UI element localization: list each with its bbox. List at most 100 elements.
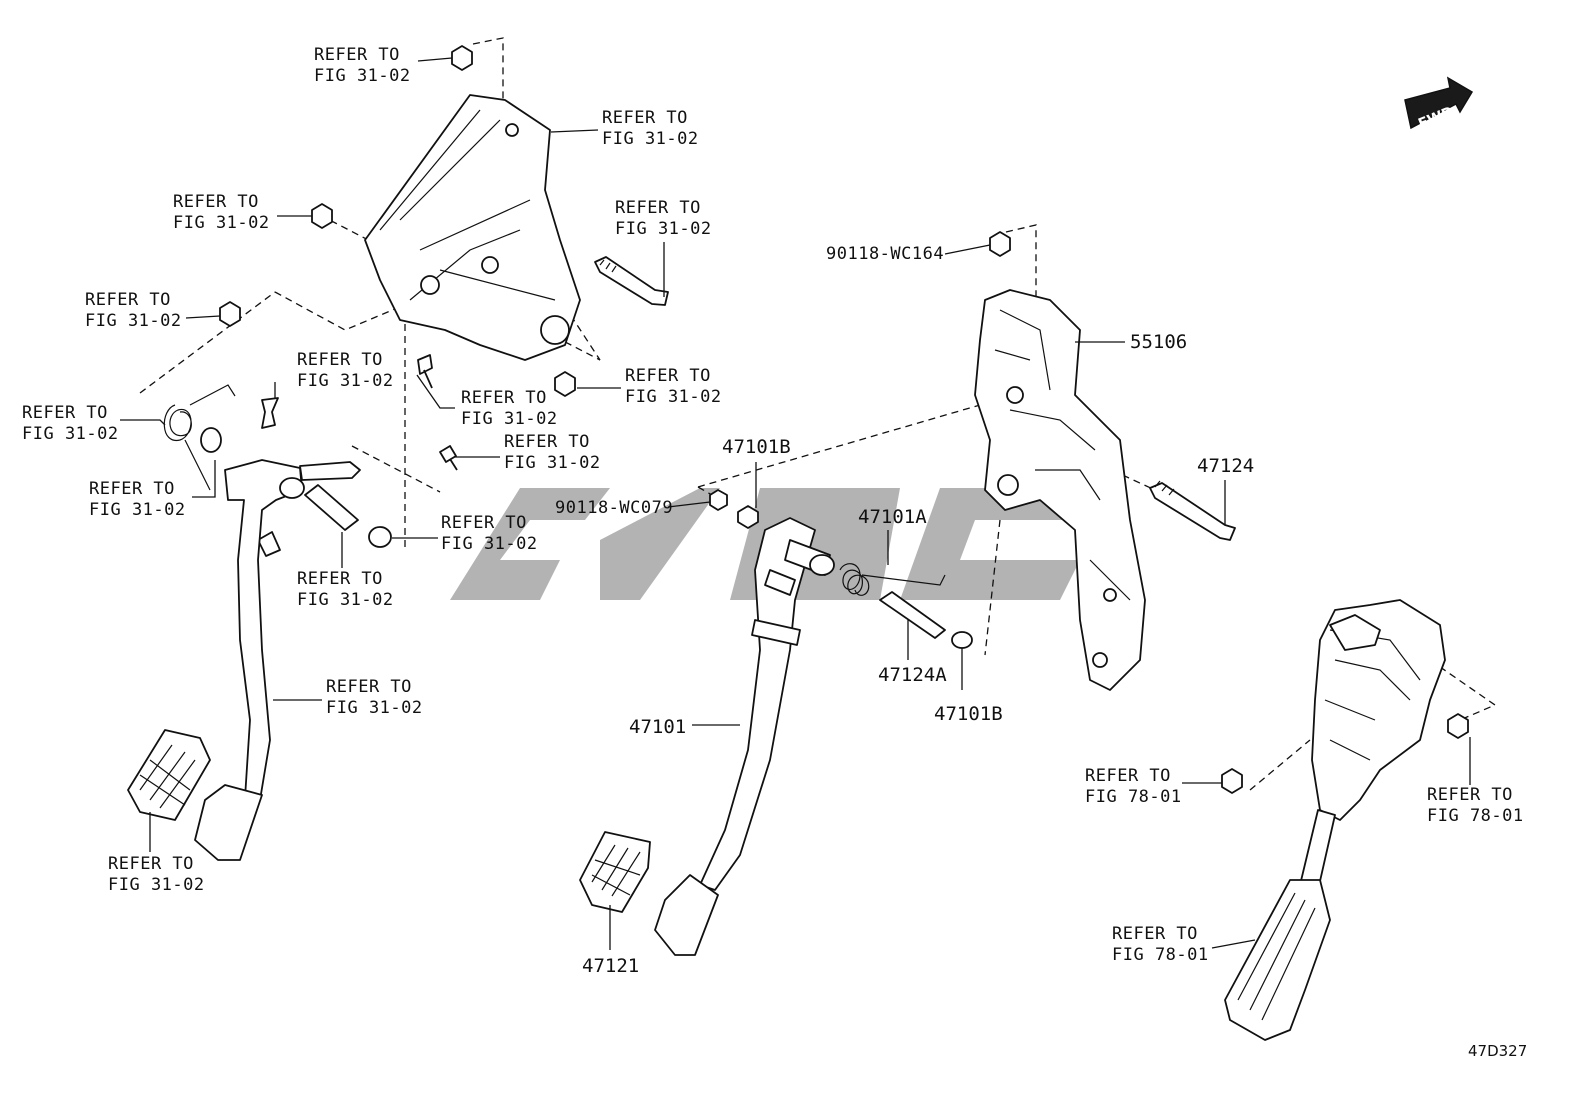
- callout-line2: FIG 31-02: [625, 387, 722, 407]
- bushing-left: [200, 427, 222, 453]
- callout-line1: REFER TO: [89, 479, 175, 499]
- accel-nut-right: [1447, 713, 1469, 739]
- callout-line2: FIG 31-02: [89, 500, 186, 520]
- callout-ref-bushing-left: REFER TO FIG 31-02: [89, 479, 186, 520]
- clip: [261, 397, 279, 429]
- part-number-collar: 47124A: [878, 664, 947, 686]
- pin-small: [257, 531, 281, 557]
- callout-line1: REFER TO: [314, 45, 400, 65]
- callout-ref-clip: REFER TO FIG 31-02: [297, 350, 394, 391]
- callout-ref-left-nut-1: REFER TO FIG 31-02: [173, 192, 270, 233]
- callout-line2: FIG 78-01: [1085, 787, 1182, 807]
- part-number-bushing-b-top: 47101B: [722, 436, 791, 458]
- brake-pedal-assembly: [579, 224, 1236, 956]
- callout-ref-spring: REFER TO FIG 31-02: [22, 403, 119, 444]
- callout-line2: FIG 78-01: [1112, 945, 1209, 965]
- bolt-47124: [1149, 482, 1236, 541]
- nut-90118-wc164: [989, 231, 1011, 257]
- pedal-pad-cover-left: [127, 729, 211, 821]
- callout-ref-screw: REFER TO FIG 31-02: [461, 388, 558, 429]
- accel-nut-left: [1221, 768, 1243, 794]
- collar-47124a: [879, 591, 946, 639]
- screw: [417, 354, 433, 389]
- callout-ref-clutch-pad: REFER TO FIG 31-02: [108, 854, 205, 895]
- clutch-pedal-arm: [224, 459, 303, 801]
- callout-line1: REFER TO: [602, 108, 688, 128]
- hex-nut-left2: [219, 301, 241, 327]
- callout-line1: REFER TO: [504, 432, 590, 452]
- callout-line1: REFER TO: [22, 403, 108, 423]
- spring-47101a: [839, 563, 946, 596]
- callout-line1: REFER TO: [297, 569, 383, 589]
- callout-line1: REFER TO: [615, 198, 701, 218]
- figure-code: 47D327: [1468, 1042, 1527, 1060]
- callout-ref-accel-nut-right: REFER TO FIG 78-01: [1427, 785, 1524, 826]
- clutch-pedal-pad: [194, 784, 263, 861]
- part-number-bolt: 47124: [1197, 455, 1254, 477]
- return-spring: [163, 384, 236, 491]
- callout-line1: REFER TO: [1085, 766, 1171, 786]
- callout-line1: REFER TO: [1427, 785, 1513, 805]
- brake-pedal-arm: [699, 517, 816, 891]
- callout-line2: FIG 31-02: [22, 424, 119, 444]
- brake-pedal-pad: [654, 874, 719, 956]
- bolt-top: [594, 256, 669, 306]
- callout-line1: REFER TO: [85, 290, 171, 310]
- part-number-bushing-b-bottom: 47101B: [934, 703, 1003, 725]
- hex-nut-left1: [311, 203, 333, 229]
- callout-line2: FIG 31-02: [504, 453, 601, 473]
- part-number-nut-top: 90118-WC164: [826, 244, 944, 264]
- bushing-47101b-bottom: [951, 631, 973, 649]
- part-number-nut-left: 90118-WC079: [555, 498, 673, 518]
- callout-line2: FIG 78-01: [1427, 806, 1524, 826]
- callout-line1: REFER TO: [1112, 924, 1198, 944]
- callout-line2: FIG 31-02: [326, 698, 423, 718]
- callout-line2: FIG 31-02: [441, 534, 538, 554]
- callout-ref-bracket-top: REFER TO FIG 31-02: [602, 108, 699, 149]
- callout-line2: FIG 31-02: [85, 311, 182, 331]
- callout-line2: FIG 31-02: [297, 590, 394, 610]
- callout-ref-nut-right: REFER TO FIG 31-02: [625, 366, 722, 407]
- callout-ref-left-nut-2: REFER TO FIG 31-02: [85, 290, 182, 331]
- pedal-pad-47121: [579, 831, 651, 913]
- callout-line2: FIG 31-02: [461, 409, 558, 429]
- callout-ref-bolt-top: REFER TO FIG 31-02: [615, 198, 712, 239]
- callout-line1: REFER TO: [461, 388, 547, 408]
- callout-line2: FIG 31-02: [108, 875, 205, 895]
- callout-line2: FIG 31-02: [314, 66, 411, 86]
- callout-ref-accel-pedal: REFER TO FIG 78-01: [1112, 924, 1209, 965]
- clutch-bracket: [364, 94, 581, 361]
- callout-line1: REFER TO: [326, 677, 412, 697]
- callout-line2: FIG 31-02: [615, 219, 712, 239]
- accelerator-pedal-pad: [1224, 879, 1331, 1041]
- callout-line2: FIG 31-02: [602, 129, 699, 149]
- callout-ref-bushing-right: REFER TO FIG 31-02: [441, 513, 538, 554]
- hex-nut-top: [451, 45, 473, 71]
- bracket-55106: [974, 289, 1146, 691]
- hex-nut-right: [554, 371, 576, 397]
- collar-left: [304, 484, 359, 531]
- part-number-pedal-pad: 47121: [582, 955, 639, 977]
- bushing-right: [368, 526, 392, 548]
- callout-line2: FIG 31-02: [173, 213, 270, 233]
- callout-ref-clutch-arm: REFER TO FIG 31-02: [326, 677, 423, 718]
- callout-line1: REFER TO: [108, 854, 194, 874]
- accelerator-assembly: [1182, 599, 1497, 1041]
- accelerator-housing: [1311, 599, 1446, 821]
- callout-line2: FIG 31-02: [297, 371, 394, 391]
- callout-ref-top-nut: REFER TO FIG 31-02: [314, 45, 411, 86]
- pin: [439, 445, 458, 471]
- callout-line1: REFER TO: [441, 513, 527, 533]
- callout-line1: REFER TO: [173, 192, 259, 212]
- callout-ref-collar: REFER TO FIG 31-02: [297, 569, 394, 610]
- callout-ref-pin: REFER TO FIG 31-02: [504, 432, 601, 473]
- nut-90118-wc079: [709, 489, 728, 511]
- part-number-spring: 47101A: [858, 506, 927, 528]
- fwd-arrow-icon: FWD: [1404, 76, 1474, 132]
- callout-ref-accel-nut-left: REFER TO FIG 78-01: [1085, 766, 1182, 807]
- left-clutch-assembly: [120, 37, 669, 861]
- bushing-47101b-top: [737, 505, 759, 529]
- part-number-brake-pedal: 47101: [629, 716, 686, 738]
- callout-line1: REFER TO: [297, 350, 383, 370]
